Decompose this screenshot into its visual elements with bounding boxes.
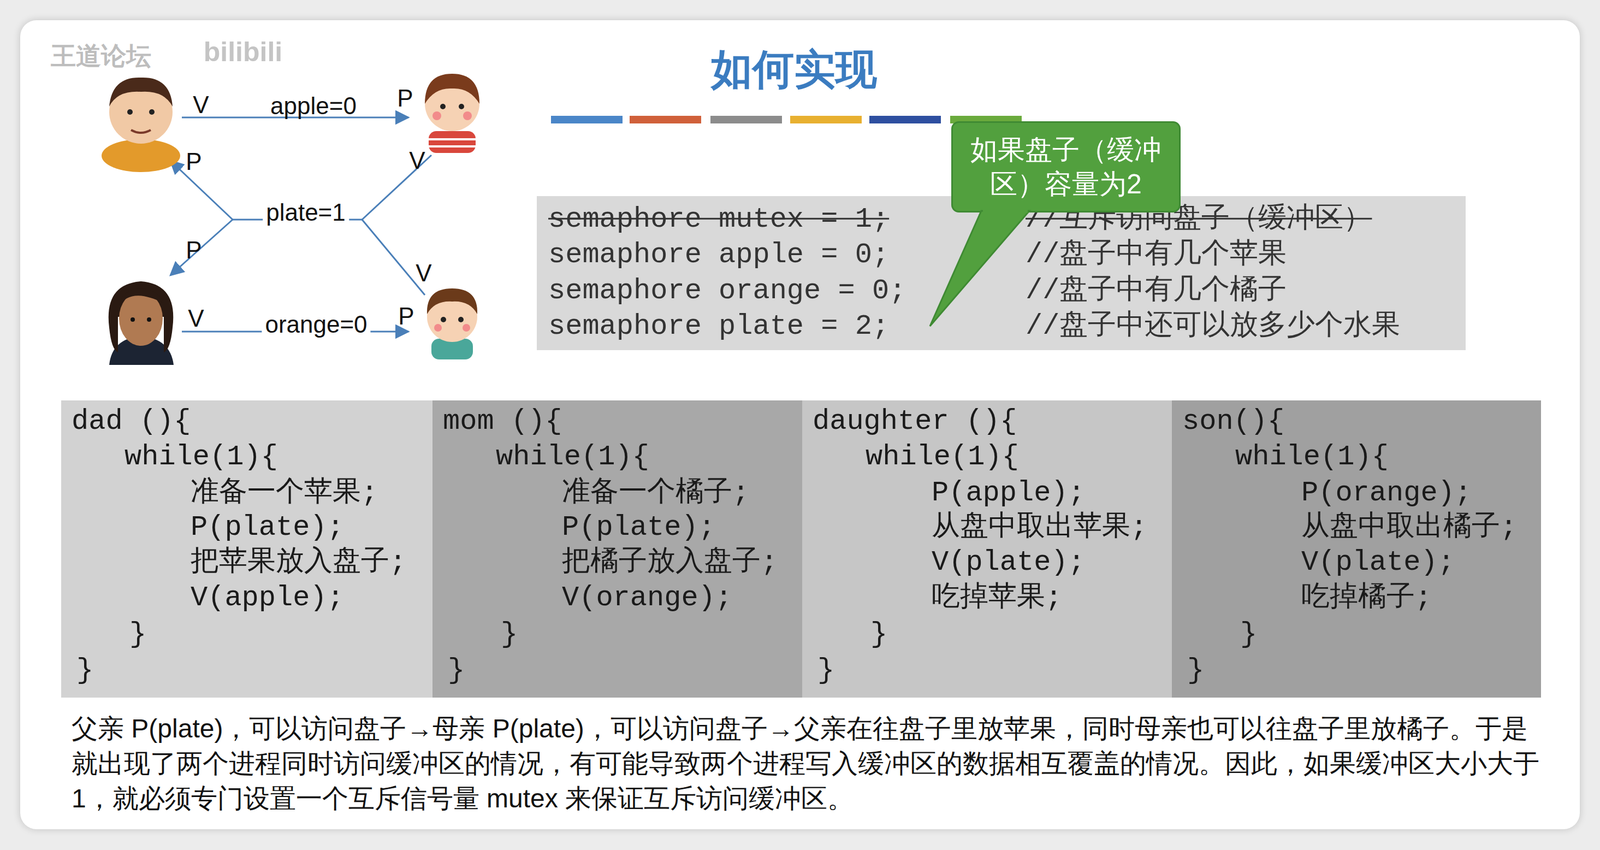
code-line: V(plate); [1301,545,1455,580]
code-line: son(){ [1182,404,1285,439]
callout-seam [982,207,1028,213]
code-line: P(plate); [190,510,345,545]
semaphore-op: V [184,304,207,334]
code-panel: son(){while(1){P(orange);从盘中取出橘子;V(plate… [1171,400,1542,698]
code-line: mom (){ [442,404,562,439]
code-panel: mom (){while(1){准备一个橘子;P(plate);把橘子放入盘子;… [432,400,803,698]
code-line: } [129,617,147,652]
code-comment: //盘子中有几个苹果 [1025,238,1287,272]
code-panel: daughter (){while(1){P(apple);从盘中取出苹果;V(… [802,400,1172,698]
code-line: V(apple); [190,581,345,615]
caption: 父亲 P(plate)，可以访问盘子→母亲 P(plate)，可以访问盘子→父亲… [71,710,1546,816]
code-line: while(1){ [124,440,278,474]
watermark: 王道论坛 [47,40,155,71]
code-line: P(orange); [1301,476,1472,511]
code-line: while(1){ [495,440,650,474]
semaphore-arrows [170,117,432,332]
code-line: 从盘中取出橘子; [1301,510,1517,545]
code-line: 吃掉苹果; [931,581,1063,615]
mom-figure [108,281,174,365]
code-line: V(plate); [931,545,1086,580]
code-line: semaphore orange = 0; [548,274,906,308]
code-line: } [1240,617,1258,652]
semaphore-op: V [405,146,429,176]
code-line: 从盘中取出苹果; [931,510,1148,545]
callout-text: 如果盘子（缓冲区）容量为2 [969,132,1163,201]
code-line: } [447,653,465,688]
code-line: semaphore plate = 2; [548,309,890,344]
code-line: 把橘子放入盘子; [561,545,778,580]
code-line: V(orange); [561,581,733,615]
son-figure [427,288,478,360]
semaphore-op: P [394,301,418,331]
code-line: 准备一个橘子; [561,476,750,511]
code-line: 把苹果放入盘子; [190,545,407,580]
semaphore-op: V [412,258,435,288]
code-line: } [817,653,835,688]
code-line: } [1187,653,1205,688]
code-line: } [870,617,888,652]
semaphore-name: plate=1 [262,198,349,228]
color-bars [550,115,1022,124]
code-panel: dad (){while(1){准备一个苹果;P(plate);把苹果放入盘子;… [61,400,433,698]
semaphore-op: V [189,90,212,120]
code-line: P(plate); [561,510,716,545]
slide-title: 如何实现 [710,44,877,94]
semaphore-op: P [393,84,417,114]
semaphore-op: P [182,147,205,177]
code-line: semaphore apple = 0; [548,238,890,272]
code-line: 吃掉橘子; [1301,581,1432,615]
semaphore-name: apple=0 [267,91,360,121]
daughter-figure [424,73,480,153]
code-line: semaphore mutex = 1; [548,202,890,237]
semaphore-op: P [182,235,205,265]
code-line: } [76,653,94,688]
code-line: while(1){ [865,440,1019,474]
callout-bubble: 如果盘子（缓冲区）容量为2 [951,121,1181,213]
code-comment: //盘子中还可以放多少个水果 [1025,309,1401,344]
code-line: dad (){ [71,404,191,439]
code-line: P(apple); [931,476,1086,511]
code-line: } [500,617,518,652]
code-line: 准备一个苹果; [190,476,378,511]
watermark: bilibili [200,35,286,69]
code-line: while(1){ [1235,440,1389,474]
code-comment: //盘子中有几个橘子 [1025,274,1287,308]
code-line: daughter (){ [812,404,1017,439]
semaphore-name: orange=0 [261,310,371,340]
dad-figure [101,77,181,173]
